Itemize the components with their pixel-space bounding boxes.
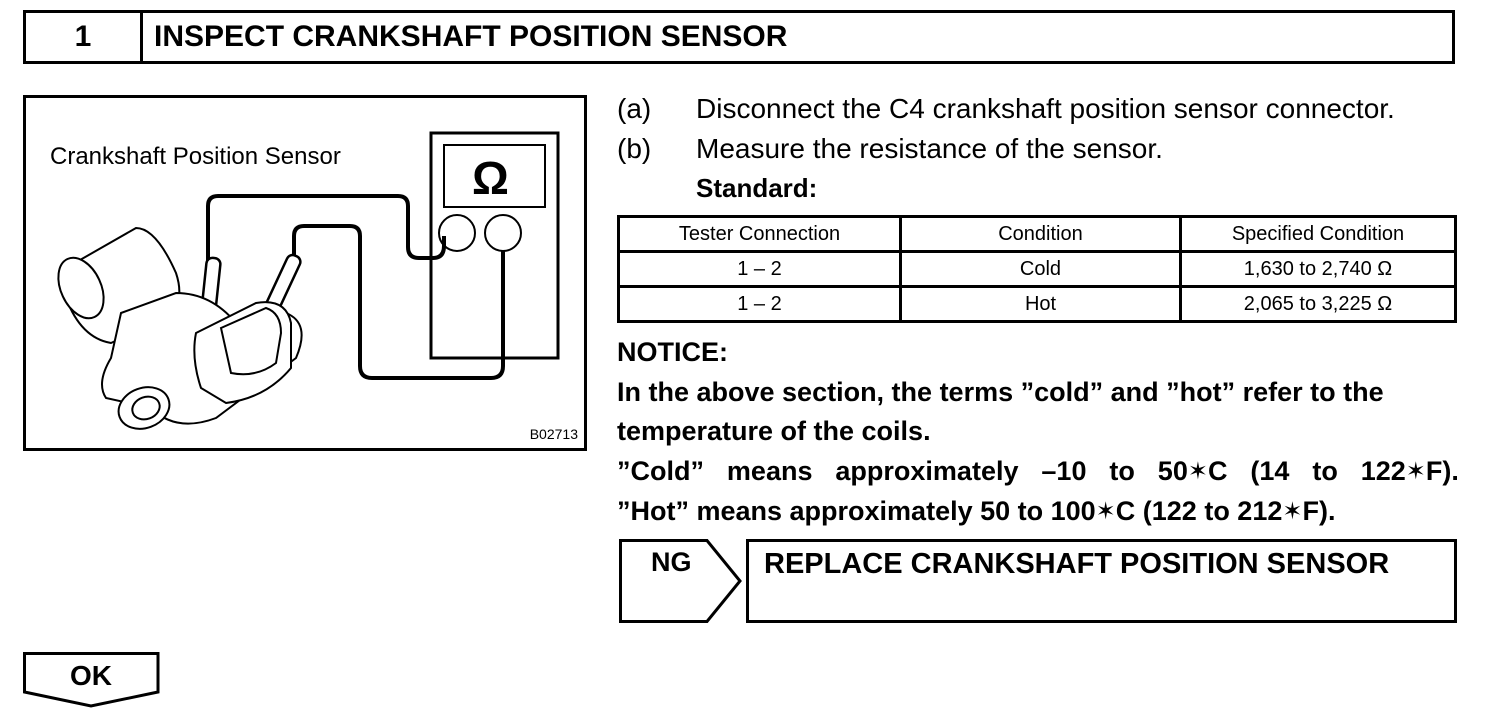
step-number: 1 <box>26 13 143 61</box>
notice-hot-unit: C (122 to 212 <box>1115 496 1283 526</box>
table-cell: 2,065 to 3,225 Ω <box>1179 285 1457 323</box>
step-letter: (a) <box>617 93 652 124</box>
notice-block: NOTICE: In the above section, the terms … <box>617 333 1459 533</box>
step-text: Measure the resistance of the sensor. <box>696 133 1163 164</box>
ohmmeter-symbol: Ω <box>472 152 509 204</box>
step-a: (a) Disconnect the C4 crankshaft positio… <box>617 89 1477 129</box>
table-row: 1 – 2 Hot 2,065 to 3,225 Ω <box>617 285 1457 323</box>
figure-code: B02713 <box>529 426 578 442</box>
notice-line-1: In the above section, the terms ”cold” a… <box>617 376 1384 407</box>
degree-icon: ✶ <box>1282 498 1303 525</box>
notice-hot-text: ”Hot” means approximately 50 to 100 <box>617 496 1096 526</box>
notice-word: (14 <box>1250 455 1290 486</box>
ohmmeter-jack-right <box>484 214 522 252</box>
table-cell: 1 – 2 <box>617 285 902 323</box>
sensor-diagram <box>57 131 560 430</box>
notice-word: means <box>726 455 813 486</box>
degree-icon: ✶ <box>1187 457 1208 485</box>
notice-label: NOTICE: <box>617 337 728 367</box>
step-b: (b) Measure the resistance of the sensor… <box>617 129 1477 169</box>
table-row: 1 – 2 Cold 1,630 to 2,740 Ω <box>617 250 1457 288</box>
notice-number: 50 <box>1157 455 1188 486</box>
step-letter: (b) <box>617 133 652 164</box>
notice-cold-line: ”Cold” means approximately –10 to 50✶C (… <box>617 452 1459 493</box>
ok-arrow-shape <box>23 652 160 708</box>
notice-hot-unit: F). <box>1302 496 1336 526</box>
standard-label: Standard: <box>696 172 818 203</box>
ng-branch-box: NG <box>619 539 743 623</box>
degree-icon: ✶ <box>1095 498 1116 525</box>
ng-label: NG <box>651 547 692 577</box>
instruction-steps: (a) Disconnect the C4 crankshaft positio… <box>617 89 1477 207</box>
notice-word: 50✶C <box>1158 452 1228 493</box>
ohmmeter-jack-left <box>438 214 476 252</box>
degree-icon: ✶ <box>1405 457 1426 485</box>
table-header-row: Tester Connection Condition Specified Co… <box>617 215 1457 253</box>
step-title: INSPECT CRANKSHAFT POSITION SENSOR <box>154 20 788 53</box>
notice-word: 122✶F). <box>1361 452 1459 493</box>
ohmmeter-display <box>443 144 546 208</box>
notice-word: ”Cold” <box>617 455 704 486</box>
step-header: 1 INSPECT CRANKSHAFT POSITION SENSOR <box>23 10 1455 64</box>
ng-action-box: REPLACE CRANKSHAFT POSITION SENSOR <box>746 539 1457 623</box>
notice-unit: C <box>1207 455 1228 486</box>
notice-word: –10 <box>1041 455 1087 486</box>
lead-right <box>292 224 505 380</box>
table-cell: Cold <box>899 250 1182 288</box>
table-cell: 1 – 2 <box>617 250 902 288</box>
illustration-caption: Crankshaft Position Sensor <box>50 143 341 170</box>
notice-word: to <box>1312 455 1338 486</box>
sensor-illustration: Crankshaft Position Sensor Ω B02713 <box>23 95 587 451</box>
ok-label: OK <box>70 660 112 691</box>
column-header: Specified Condition <box>1179 215 1457 253</box>
column-header: Tester Connection <box>617 215 902 253</box>
spec-table: Tester Connection Condition Specified Co… <box>617 215 1457 323</box>
notice-number: 122 <box>1360 455 1406 486</box>
notice-line-2: temperature of the coils. <box>617 416 931 446</box>
notice-word: to <box>1109 455 1135 486</box>
notice-word: approximately <box>835 455 1019 486</box>
notice-unit: F). <box>1425 455 1459 486</box>
notice-hot-line: ”Hot” means approximately 50 to 100✶C (1… <box>617 492 1459 533</box>
table-cell: 1,630 to 2,740 Ω <box>1179 250 1457 288</box>
column-header: Condition <box>899 215 1182 253</box>
sensor-body <box>57 226 303 430</box>
lead-left <box>206 194 446 263</box>
ng-arrow-shape <box>619 539 742 623</box>
step-text: Disconnect the C4 crankshaft position se… <box>696 93 1395 124</box>
ok-branch-box: OK <box>23 652 161 708</box>
table-cell: Hot <box>899 285 1182 323</box>
